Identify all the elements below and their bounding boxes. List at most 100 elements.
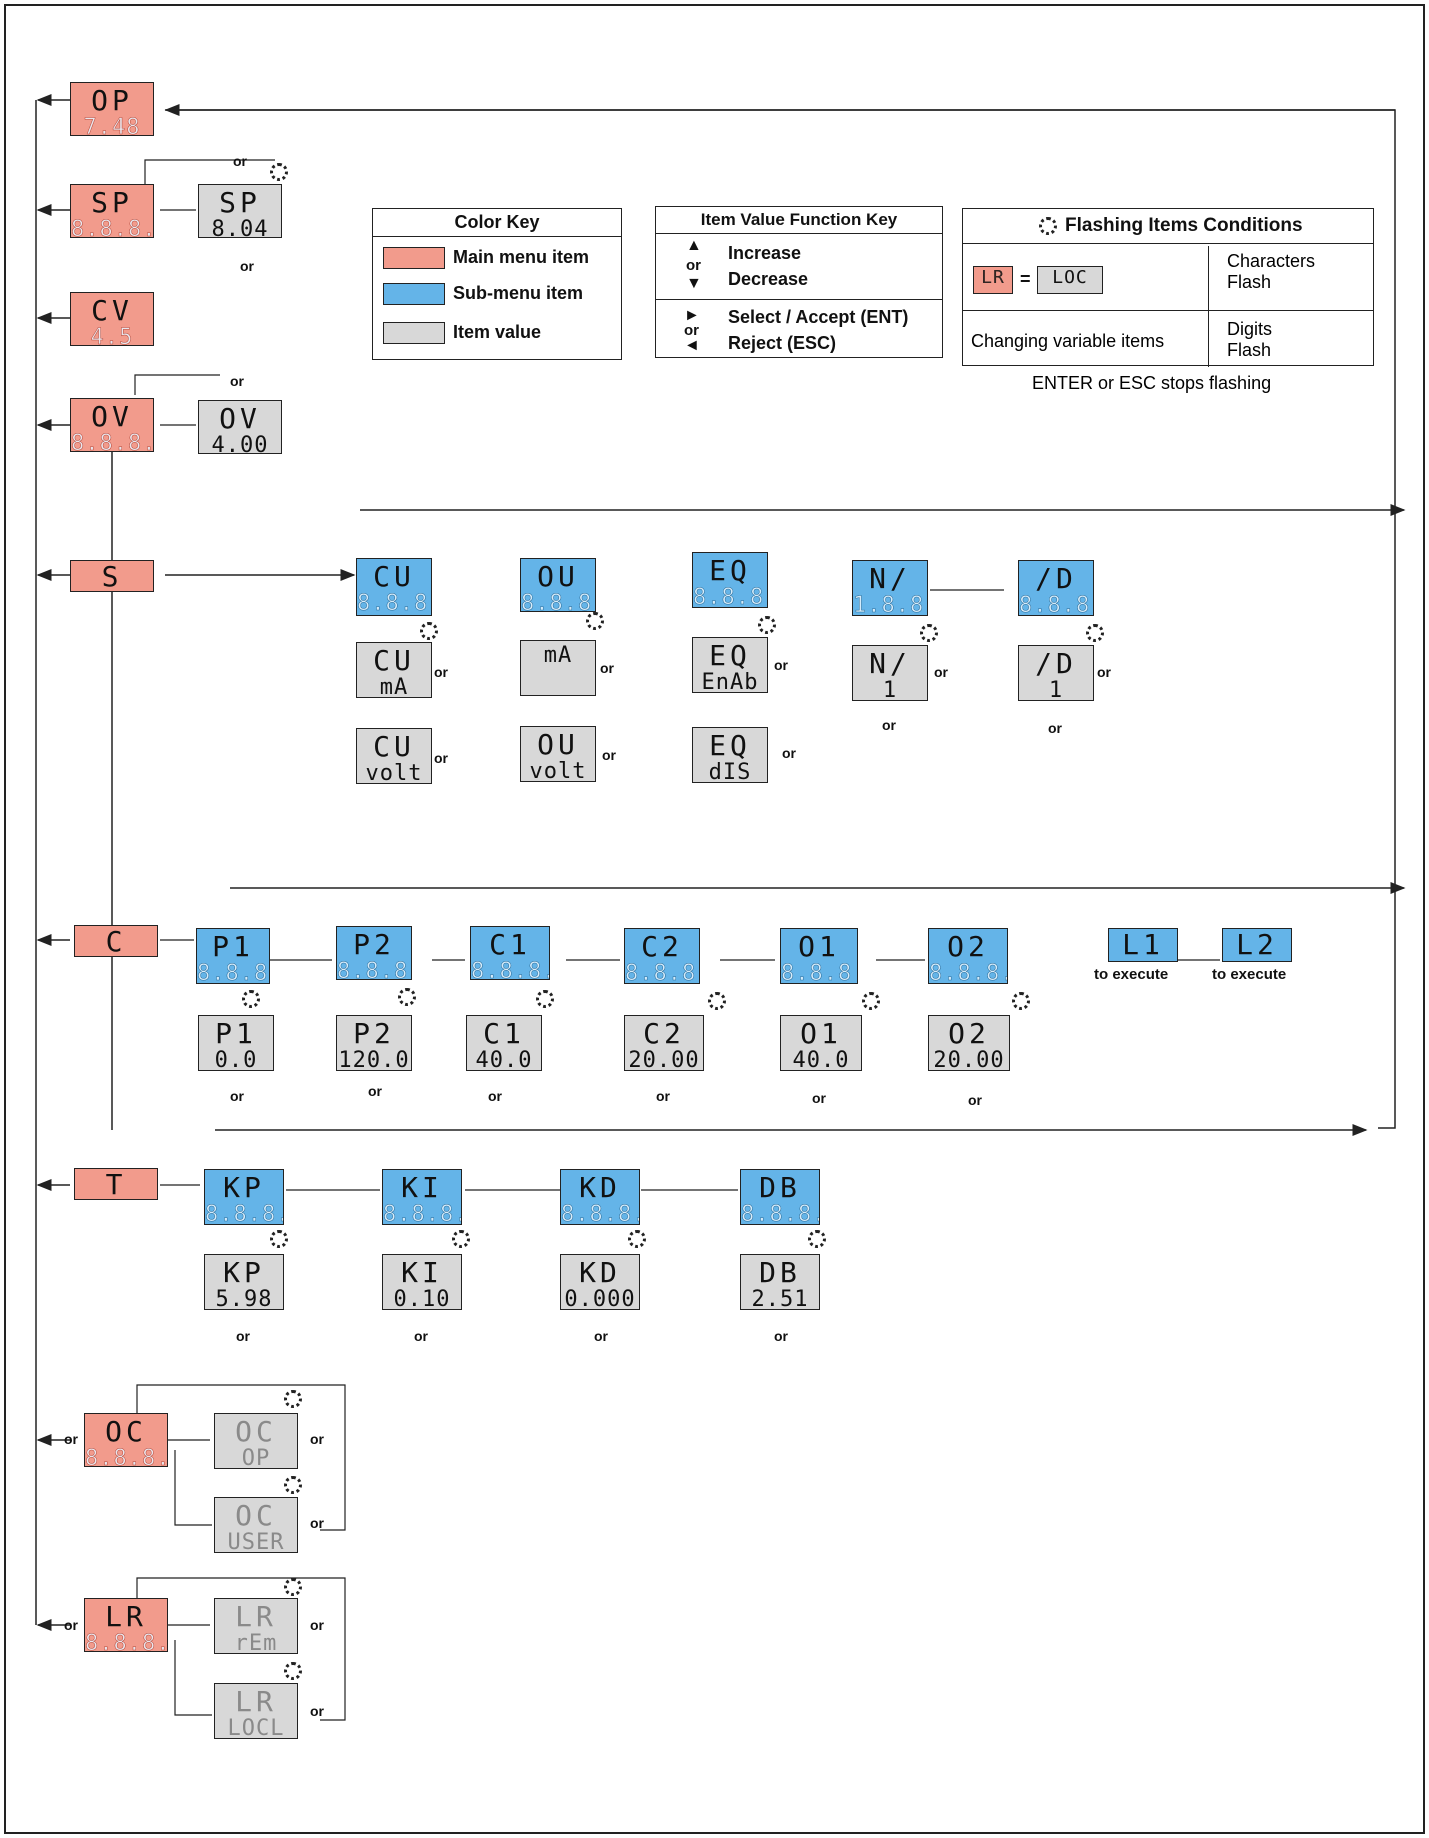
main-swatch — [383, 247, 445, 269]
c-sub-p1[interactable]: P18.8.8.E — [196, 928, 270, 984]
or-label: or — [434, 750, 448, 766]
c-sub-o2[interactable]: O28.8.8.E — [928, 928, 1008, 984]
or-label: or — [310, 1703, 324, 1719]
or-label: or — [602, 747, 616, 763]
c-sub-p2[interactable]: P28.8.8.8 — [336, 926, 412, 980]
or-label: or — [774, 657, 788, 673]
menu-sp[interactable]: SP8.8.8.8 — [70, 184, 154, 238]
or-label: or — [310, 1617, 324, 1633]
or-label: or — [782, 745, 796, 761]
or-label-2: or — [684, 322, 699, 339]
or-label: or — [310, 1515, 324, 1531]
or-label: or — [233, 153, 247, 169]
s-sub-eq[interactable]: EQ8.8.8.8 — [692, 552, 768, 608]
reject-label: Reject (ESC) — [728, 333, 837, 353]
or-label: or — [968, 1092, 982, 1108]
or-label: or — [934, 664, 948, 680]
c-sub-l2[interactable]: L2 — [1222, 928, 1292, 962]
flash-indicator-icon — [284, 1390, 302, 1408]
flash-indicator-icon — [284, 1578, 302, 1596]
t-sub-ki[interactable]: KI8.8.8.8 — [382, 1169, 462, 1225]
menu-lr[interactable]: LR8.8.8.8 — [84, 1598, 168, 1652]
menu-t[interactable]: T — [74, 1168, 158, 1200]
s-sub-cu[interactable]: CU8.8.8.E — [356, 558, 432, 616]
flash-indicator-icon — [398, 988, 416, 1006]
t-sub-kp[interactable]: KP8.8.8.8 — [204, 1169, 284, 1225]
s-sub-n[interactable]: N/1.8.8.8 — [852, 560, 928, 616]
to-execute-l1: to execute — [1094, 966, 1169, 983]
or-label: or — [64, 1617, 78, 1633]
or-label: or — [1048, 720, 1062, 736]
c-sub-l1[interactable]: L1 — [1108, 928, 1178, 962]
value-function-key: Item Value Function Key ▲ or ▼ Increase … — [655, 206, 943, 358]
s-sub-d[interactable]: /D8.8.8.8 — [1018, 560, 1094, 616]
left-arrow-icon: ◄ — [684, 337, 700, 354]
flash-indicator-icon — [628, 1230, 646, 1248]
menu-oc[interactable]: OC8.8.8.8 — [84, 1413, 168, 1467]
decrease-label: Decrease — [728, 269, 809, 289]
t-sub-kd[interactable]: KD8.8.8.8 — [560, 1169, 640, 1225]
flash-indicator-icon — [758, 616, 776, 634]
flash-indicator-icon — [586, 612, 604, 630]
s-val-ou-ma[interactable]: mA — [520, 640, 596, 696]
or-label: or — [368, 1083, 382, 1099]
s-val-n[interactable]: N/1 — [852, 645, 928, 701]
c-sub-c1[interactable]: C18.8.8.8 — [470, 926, 550, 980]
flash-footer: ENTER or ESC stops flashing — [1032, 373, 1272, 393]
or-label: or — [240, 258, 254, 274]
right-arrow-icon: ► — [684, 307, 700, 324]
color-key-sub: Sub-menu item — [453, 283, 584, 303]
flash-indicator-icon — [536, 990, 554, 1008]
characters-flash-label: Characters Flash — [1227, 251, 1316, 292]
flash-indicator-icon — [242, 990, 260, 1008]
or-label: or — [1097, 664, 1111, 680]
or-label: or — [812, 1090, 826, 1106]
value-swatch — [383, 322, 445, 344]
or-label: or — [656, 1088, 670, 1104]
c-sub-o1[interactable]: O18.8.8.E — [780, 928, 858, 984]
or-label: or — [594, 1328, 608, 1344]
flash-indicator-icon — [1086, 624, 1104, 642]
or-label: or — [236, 1328, 250, 1344]
or-label: or — [774, 1328, 788, 1344]
menu-ov[interactable]: OV8.8.8.8 — [70, 398, 154, 452]
s-sub-ou[interactable]: OU8.8.8.8 — [520, 558, 596, 612]
flash-indicator-icon — [862, 992, 880, 1010]
color-key: Color Key Main menu item Sub-menu item I… — [372, 208, 622, 360]
c-sub-c2[interactable]: C28.8.8.E — [624, 928, 700, 984]
increase-label: Increase — [728, 243, 802, 263]
up-arrow-icon: ▲ — [686, 237, 702, 254]
flash-conditions-key: Flashing Items Conditions LR = LOC Chara… — [962, 208, 1374, 367]
menu-s[interactable]: S — [70, 560, 154, 592]
menu-c[interactable]: C — [74, 925, 158, 957]
lr-sample-box: LR — [973, 266, 1013, 294]
flash-indicator-icon — [920, 624, 938, 642]
flash-indicator-icon — [808, 1230, 826, 1248]
t-sub-db[interactable]: DB8.8.8.8 — [740, 1169, 820, 1225]
